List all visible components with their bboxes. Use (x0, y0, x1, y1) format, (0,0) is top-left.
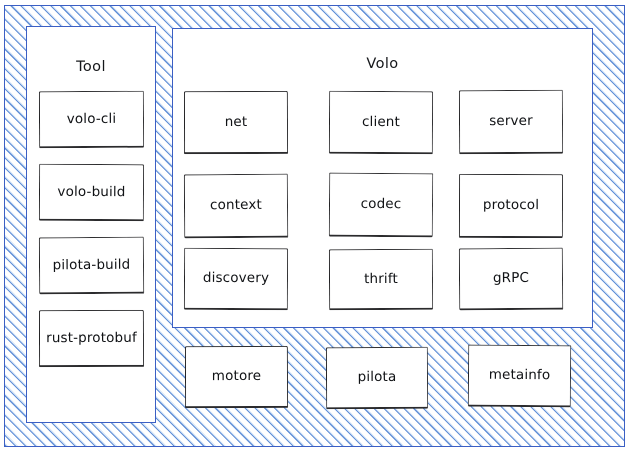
node-label: pilota (357, 369, 397, 386)
node-label: volo-cli (66, 110, 117, 127)
node-label: net (224, 113, 248, 130)
node-label: discovery (202, 270, 270, 287)
node-box-volo-cli[interactable]: volo-cli (38, 90, 145, 149)
node-box-context[interactable]: context (183, 173, 289, 239)
node-box-metainfo[interactable]: metainfo (467, 344, 572, 408)
node-box-client[interactable]: client (328, 90, 434, 155)
node-label: metainfo (488, 367, 551, 384)
node-box-codec[interactable]: codec (328, 172, 434, 238)
node-box-rust-protobuf[interactable]: rust-protobuf (38, 309, 145, 368)
node-box-server[interactable]: server (458, 89, 564, 155)
node-label: server (489, 113, 533, 130)
node-box-grpc[interactable]: gRPC (458, 247, 564, 311)
node-label: thrift (364, 270, 398, 287)
node-label: motore (211, 368, 262, 385)
node-box-thrift[interactable]: thrift (328, 248, 434, 311)
node-box-volo-build[interactable]: volo-build (38, 163, 145, 222)
node-box-pilota-build[interactable]: pilota-build (38, 236, 145, 295)
node-label: pilota-build (52, 256, 131, 274)
node-box-discovery[interactable]: discovery (183, 247, 289, 311)
node-label: protocol (482, 197, 540, 214)
node-box-motore[interactable]: motore (184, 345, 289, 409)
node-label: context (209, 197, 263, 214)
node-label: codec (360, 196, 402, 213)
node-box-protocol[interactable]: protocol (458, 173, 564, 239)
node-label: rust-protobuf (46, 329, 137, 346)
node-label: gRPC (492, 270, 530, 287)
node-box-net[interactable]: net (183, 90, 289, 155)
volo-group-title: Volo (366, 56, 399, 72)
node-label: volo-build (57, 183, 126, 200)
node-label: client (361, 113, 401, 130)
tool-group-title: Tool (76, 59, 106, 75)
node-box-pilota[interactable]: pilota (325, 346, 429, 410)
